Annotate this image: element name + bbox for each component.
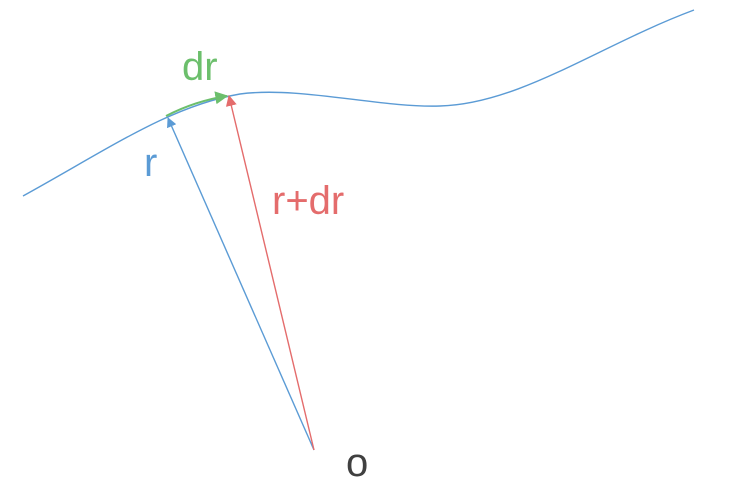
new-position-label: r+dr xyxy=(272,179,344,223)
trajectory-curve xyxy=(22,9,695,197)
origin-label: o xyxy=(346,441,368,485)
position-vector-arrow xyxy=(167,117,315,451)
displacement-label: dr xyxy=(182,45,218,89)
new-position-vector-arrow xyxy=(225,94,315,451)
displacement-vector-arrow xyxy=(165,91,229,117)
position-label: r xyxy=(144,141,157,185)
